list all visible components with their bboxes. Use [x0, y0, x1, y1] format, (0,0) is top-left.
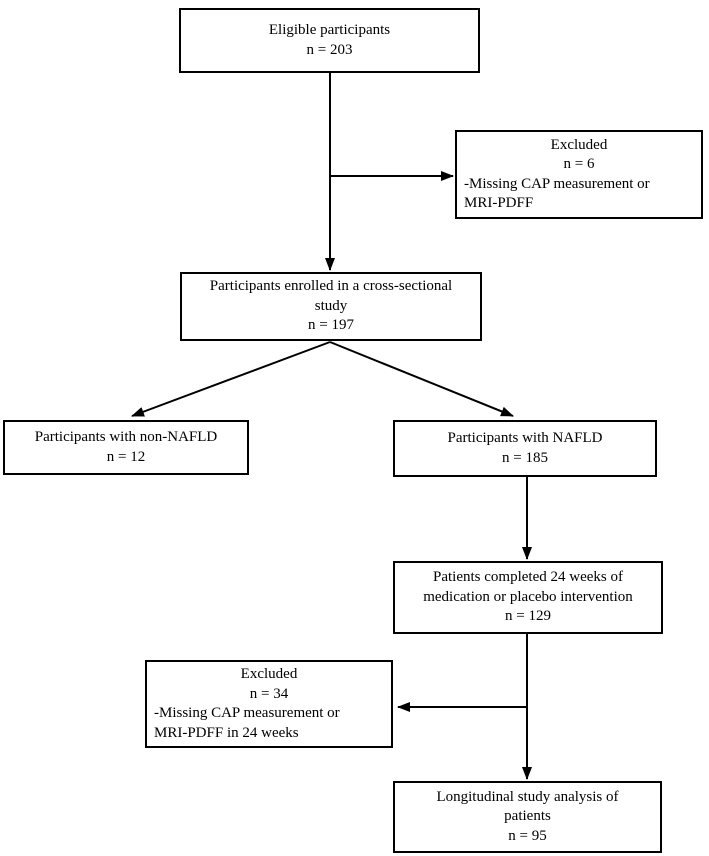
box-line: n = 12	[106, 448, 146, 465]
box-line: Participants with non-NAFLD	[34, 429, 218, 445]
box-line: -Missing CAP measurement or	[154, 705, 340, 721]
non-nafld-box: Participants with non-NAFLD n = 12	[3, 420, 249, 475]
eligible-participants-box: Eligible participants n = 203	[179, 8, 480, 73]
excluded-baseline-box: Excluded n = 6 -Missing CAP measurement …	[455, 130, 703, 219]
box-line: medication or placebo intervention	[423, 588, 633, 605]
cross-sectional-study-box: Participants enrolled in a cross-section…	[180, 272, 482, 341]
box-line: n = 34	[249, 685, 289, 702]
completed-24-weeks-box: Patients completed 24 weeks of medicatio…	[393, 561, 663, 634]
box-line: MRI-PDFF in 24 weeks	[154, 724, 299, 741]
box-line: n = 95	[508, 827, 547, 844]
box-line: Excluded	[240, 666, 298, 682]
box-line: n = 197	[308, 317, 354, 334]
box-line: Participants with NAFLD	[447, 430, 603, 446]
box-line: -Missing CAP measurement or	[464, 175, 650, 192]
nafld-box: Participants with NAFLD n = 185	[393, 420, 657, 477]
box-line: n = 6	[563, 156, 595, 172]
connector-crosssectional-to-nonnafld	[131, 341, 331, 417]
box-line: MRI-PDFF	[464, 195, 534, 211]
box-line: patients	[504, 808, 551, 825]
box-line: n = 129	[505, 608, 551, 625]
longitudinal-analysis-box: Longitudinal study analysis of patients …	[393, 781, 662, 853]
box-line: Participants enrolled in a cross-section…	[209, 278, 453, 295]
box-line: n = 185	[502, 449, 548, 466]
box-line: study	[314, 297, 348, 314]
box-line: Excluded	[550, 136, 608, 153]
box-line: Longitudinal study analysis of	[436, 788, 619, 805]
box-line: Patients completed 24 weeks of	[433, 569, 623, 586]
box-line: Eligible participants	[268, 22, 391, 38]
excluded-24-weeks-box: Excluded n = 34 -Missing CAP measurement…	[145, 660, 393, 748]
connector-crosssectional-to-nafld	[329, 341, 514, 417]
box-line: n = 203	[306, 41, 353, 58]
